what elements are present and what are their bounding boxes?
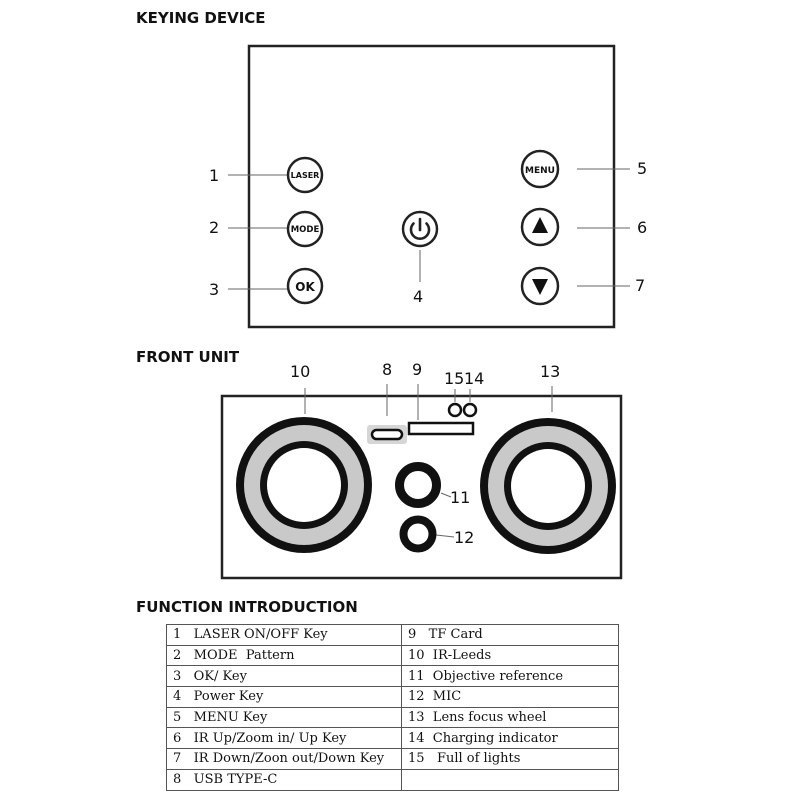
table-cell: 12 MIC — [401, 686, 619, 708]
keying-device-heading: KEYING DEVICE — [136, 9, 266, 27]
callout-5: 5 — [637, 159, 647, 178]
front-unit-panel — [220, 394, 623, 580]
charging-indicator — [462, 402, 478, 418]
table-cell: 2 MODE Pattern — [166, 644, 402, 667]
callout-6: 6 — [637, 218, 647, 237]
mode-button-label: MODE — [291, 225, 320, 235]
callout-12: 12 — [454, 528, 474, 547]
function-table: 1 LASER ON/OFF Key 9 TF Card 2 MODE Patt… — [166, 624, 619, 791]
callout-2: 2 — [209, 218, 219, 237]
table-cell: 4 Power Key — [166, 686, 402, 708]
table-cell — [401, 768, 619, 791]
callout-8: 8 — [382, 360, 392, 379]
table-cell: 7 IR Down/Zoon out/Down Key — [166, 748, 402, 770]
up-button[interactable] — [520, 207, 560, 247]
laser-button[interactable]: LASER — [286, 156, 324, 194]
menu-button-label: MENU — [525, 166, 555, 176]
table-row: 1 LASER ON/OFF Key 9 TF Card — [166, 624, 619, 646]
table-cell: 10 IR-Leeds — [401, 644, 619, 667]
callout-9: 9 — [412, 360, 422, 379]
tf-card-slot — [407, 421, 475, 436]
callout-14: 14 — [464, 369, 484, 388]
ok-button-label: OK — [295, 280, 315, 294]
objective-reference — [395, 462, 441, 508]
callout-11: 11 — [450, 488, 470, 507]
mic — [399, 515, 437, 553]
table-cell: 14 Charging indicator — [401, 727, 619, 750]
down-button[interactable] — [520, 266, 560, 306]
table-row: 4 Power Key 12 MIC — [166, 686, 619, 708]
callout-4: 4 — [413, 287, 423, 306]
menu-button[interactable]: MENU — [520, 149, 560, 189]
table-cell: 11 Objective reference — [401, 665, 619, 688]
table-cell: 8 USB TYPE-C — [166, 768, 402, 791]
triangle-up-icon — [532, 217, 548, 233]
callout-3: 3 — [209, 280, 219, 299]
usb-type-c-port — [367, 425, 407, 444]
mode-button[interactable]: MODE — [286, 210, 324, 248]
callout-1: 1 — [209, 166, 219, 185]
triangle-down-icon — [532, 279, 548, 295]
keying-device-panel — [247, 44, 616, 329]
full-of-lights-indicator — [447, 402, 463, 418]
table-cell: 6 IR Up/Zoom in/ Up Key — [166, 727, 402, 750]
function-introduction-heading: FUNCTION INTRODUCTION — [136, 598, 358, 616]
table-cell: 15 Full of lights — [401, 748, 619, 770]
table-cell: 3 OK/ Key — [166, 665, 402, 688]
table-row: 6 IR Up/Zoom in/ Up Key 14 Charging indi… — [166, 727, 619, 750]
table-row: 8 USB TYPE-C — [166, 768, 619, 791]
callout-13: 13 — [540, 362, 560, 381]
front-callout-lines — [304, 384, 553, 538]
front-unit-heading: FRONT UNIT — [136, 348, 240, 366]
lens-focus-wheel[interactable] — [480, 418, 616, 554]
table-row: 2 MODE Pattern 10 IR-Leeds — [166, 644, 619, 667]
table-row: 3 OK/ Key 11 Objective reference — [166, 665, 619, 688]
table-cell: 13 Lens focus wheel — [401, 706, 619, 729]
keying-callout-lines — [228, 168, 630, 290]
callout-7: 7 — [635, 276, 645, 295]
callout-10: 10 — [290, 362, 310, 381]
ok-button[interactable]: OK — [286, 267, 324, 305]
table-cell: 5 MENU Key — [166, 706, 402, 729]
callout-15: 15 — [444, 369, 464, 388]
table-row: 5 MENU Key 13 Lens focus wheel — [166, 706, 619, 729]
table-row: 7 IR Down/Zoon out/Down Key 15 Full of l… — [166, 748, 619, 770]
table-cell: 9 TF Card — [401, 624, 619, 646]
table-cell: 1 LASER ON/OFF Key — [166, 624, 402, 646]
power-button[interactable] — [401, 210, 439, 248]
power-icon — [409, 217, 431, 240]
left-lens-ring — [236, 417, 372, 553]
laser-button-label: LASER — [291, 171, 320, 180]
